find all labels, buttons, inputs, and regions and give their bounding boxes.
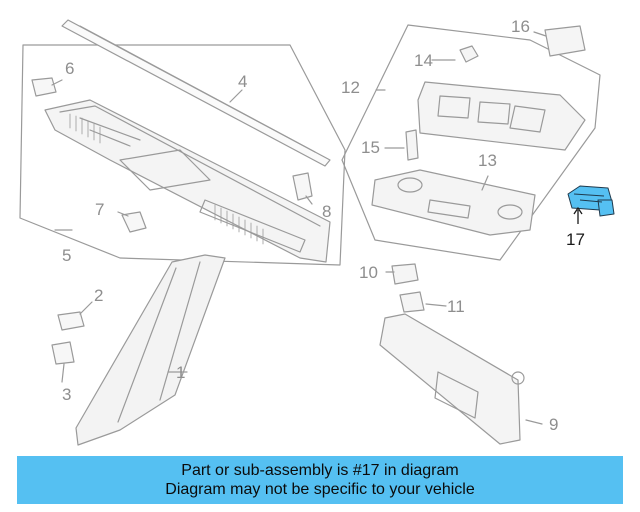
banner-line-1: Part or sub-assembly is #17 in diagram — [181, 462, 459, 479]
callout-13: 13 — [478, 151, 497, 170]
callout-14: 14 — [414, 51, 433, 70]
callout-6: 6 — [65, 59, 75, 78]
callout-1: 1 — [176, 363, 186, 382]
part-9-sunvisor — [379, 313, 525, 445]
part-6-clip — [31, 77, 57, 97]
part-10-clip — [391, 263, 419, 285]
part-1-pillar — [75, 254, 226, 446]
part-7-clip — [121, 211, 147, 233]
part-17-leader-arrow — [573, 206, 583, 224]
callout-9: 9 — [549, 415, 559, 434]
callout-10: 10 — [359, 263, 378, 282]
part-3-clip — [51, 341, 75, 365]
banner-line-2: Diagram may not be specific to your vehi… — [165, 481, 475, 498]
part-14-plug — [459, 45, 479, 63]
part-12-console — [417, 81, 586, 151]
callout-11: 11 — [447, 297, 465, 316]
part-11-clip — [399, 291, 425, 313]
callout-15: 15 — [361, 138, 380, 157]
info-banner: Part or sub-assembly is #17 in diagram D… — [17, 456, 623, 504]
callout-8: 8 — [322, 202, 332, 221]
right-panel-outline — [341, 24, 601, 261]
left-panel-outline — [19, 44, 346, 266]
callout-3: 3 — [62, 385, 72, 404]
callout-7: 7 — [95, 200, 105, 219]
part-5-headliner-trim — [44, 99, 331, 263]
callout-12: 12 — [341, 78, 360, 97]
callout-17: 17 — [566, 230, 585, 249]
parts-diagram — [19, 19, 615, 446]
part-13-lamp — [371, 169, 536, 236]
part-16-bracket — [544, 25, 586, 57]
callout-4: 4 — [238, 72, 248, 91]
part-15-bulb — [405, 129, 419, 161]
part-2-clip — [57, 311, 85, 331]
callout-5: 5 — [62, 246, 72, 265]
callout-2: 2 — [94, 286, 104, 305]
part-4-trim-strip — [61, 19, 331, 167]
part-17-highlighted — [567, 185, 615, 217]
part-8-bracket — [292, 172, 313, 201]
callout-16: 16 — [511, 17, 530, 36]
